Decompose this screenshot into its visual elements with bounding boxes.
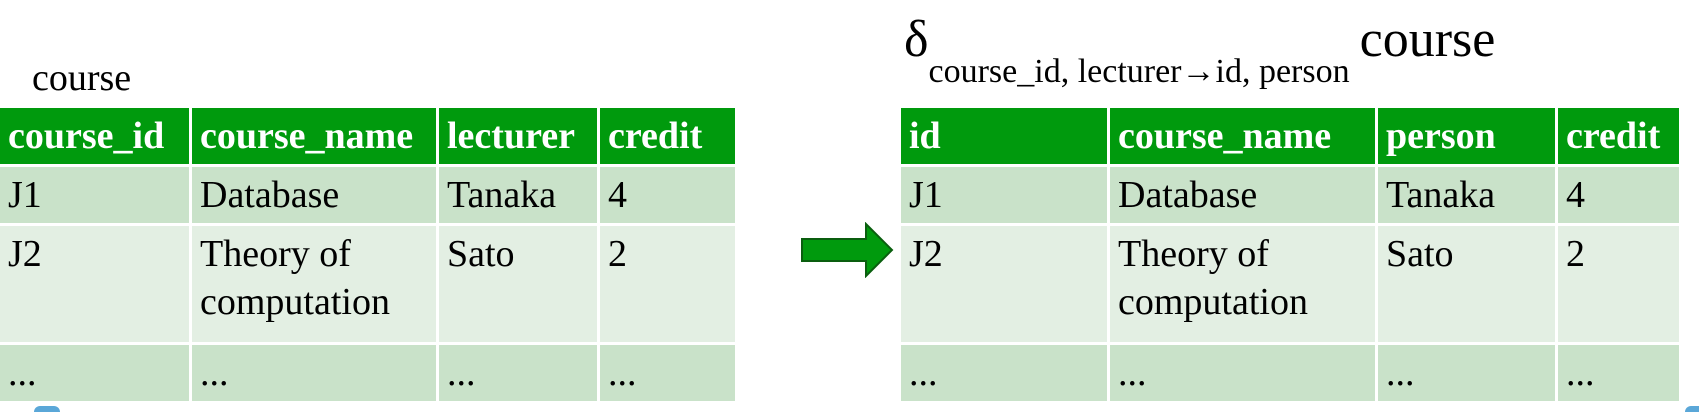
table-row: J2 Theory of computation Sato 2 [898,223,1682,345]
table-cell: ... [1375,342,1558,404]
table-cell: ... [189,342,439,404]
table-cell: Tanaka [1375,164,1558,226]
rename-operator-relation: course [1359,11,1496,68]
table-cell: 4 [597,164,738,226]
column-header: course_name [189,105,439,167]
column-header: person [1375,105,1558,167]
table-cell: J1 [0,164,192,226]
table-header-row: id course_name person credit [898,105,1682,167]
table-cell: ... [1555,342,1682,404]
transform-arrow-icon [801,222,894,278]
table-cell: J1 [898,164,1110,226]
right-table-expression: δcourse_id, lecturer→id, personcourse [904,10,1496,90]
table-cell: ... [0,342,192,404]
table-cell: J2 [0,223,192,345]
column-header: credit [1555,105,1682,167]
slide-corner-decoration [34,406,60,412]
column-header: course_name [1107,105,1378,167]
rename-operator-symbol: δ [904,11,929,68]
column-header: course_id [0,105,192,167]
table-cell: ... [1107,342,1378,404]
left-course-table: course_id course_name lecturer credit J1… [0,105,738,404]
table-cell: ... [436,342,600,404]
table-row: J1 Database Tanaka 4 [0,164,738,226]
column-header: id [898,105,1110,167]
table-cell: ... [898,342,1110,404]
table-cell: J2 [898,223,1110,345]
table-row: J2 Theory of computation Sato 2 [0,223,738,345]
table-cell: Sato [1375,223,1558,345]
table-cell: Sato [436,223,600,345]
table-cell: Database [189,164,439,226]
table-cell: Theory of computation [1107,223,1378,345]
table-row: ... ... ... ... [0,342,738,404]
column-header: lecturer [436,105,600,167]
slide-corner-decoration [1685,406,1699,412]
table-row: J1 Database Tanaka 4 [898,164,1682,226]
table-row: ... ... ... ... [898,342,1682,404]
table-cell: 4 [1555,164,1682,226]
table-cell: 2 [597,223,738,345]
table-header-row: course_id course_name lecturer credit [0,105,738,167]
table-cell: 2 [1555,223,1682,345]
right-course-table: id course_name person credit J1 Database… [898,105,1682,404]
rename-operator-subscript: course_id, lecturer→id, person [928,53,1350,90]
table-cell: Database [1107,164,1378,226]
left-table-title: course [32,57,132,99]
table-cell: ... [597,342,738,404]
column-header: credit [597,105,738,167]
table-cell: Tanaka [436,164,600,226]
table-cell: Theory of computation [189,223,439,345]
